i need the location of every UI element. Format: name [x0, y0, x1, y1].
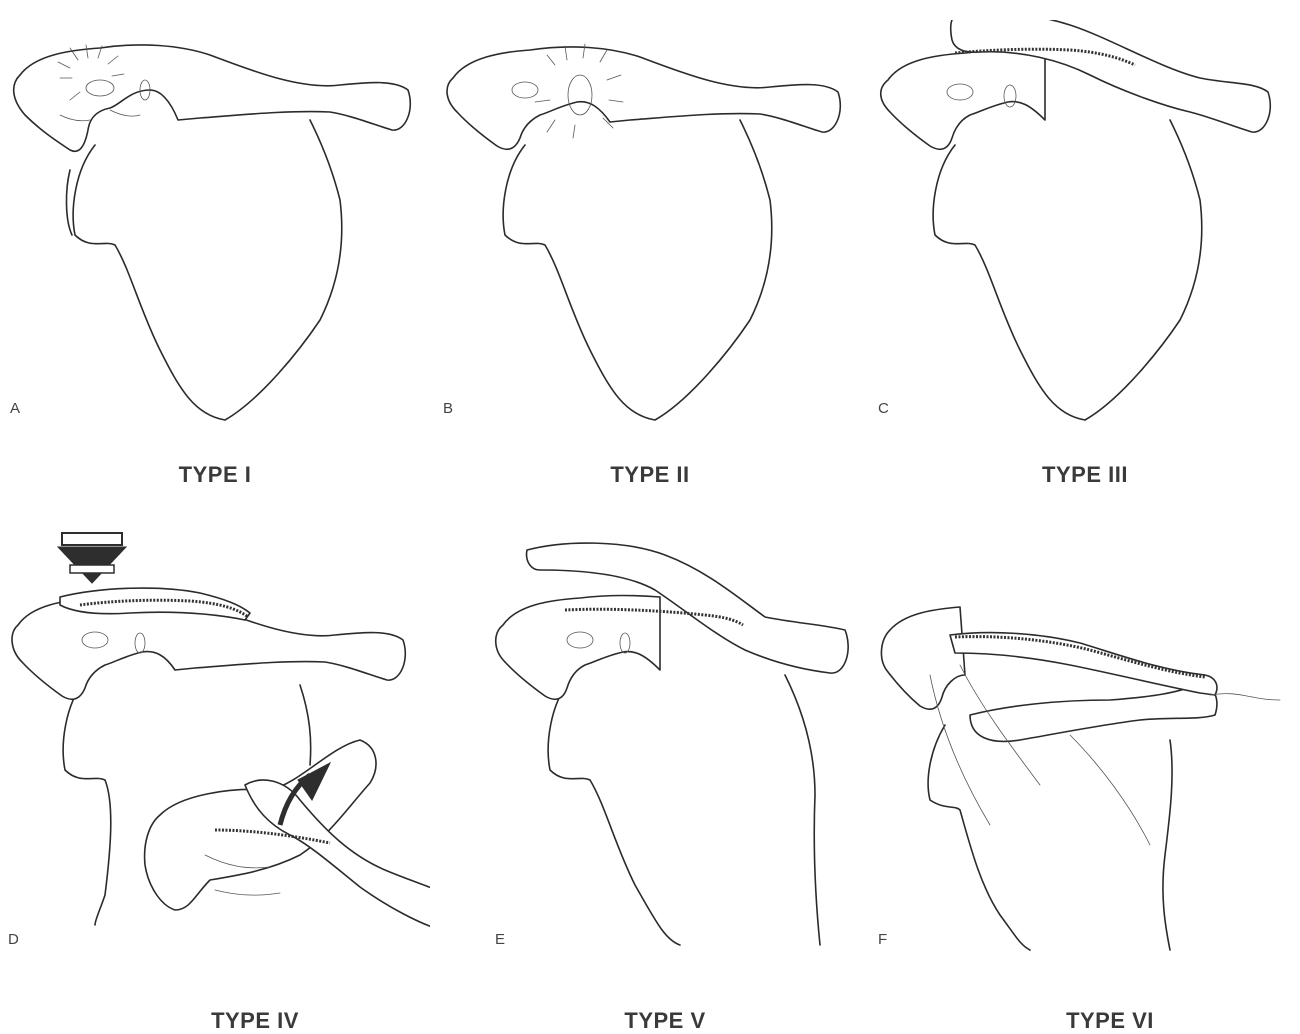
- panel-letter: D: [8, 931, 19, 948]
- panel-type-5: E TYPE V: [485, 525, 915, 1025]
- panel-title: TYPE IV: [40, 1008, 470, 1034]
- shoulder-illustration-type-1: [0, 20, 430, 460]
- panel-letter: C: [878, 400, 889, 417]
- panel-letter: B: [443, 400, 453, 417]
- panel-type-4: D TYPE IV: [0, 525, 430, 1025]
- shoulder-illustration-type-5: [485, 525, 915, 965]
- panel-title: TYPE III: [870, 462, 1300, 488]
- panel-title: TYPE V: [450, 1008, 880, 1034]
- downward-force-arrow-icon: [58, 533, 126, 583]
- panel-type-6: F TYPE VI: [870, 525, 1300, 1025]
- panel-letter: A: [10, 400, 20, 417]
- panel-type-1: A TYPE I: [0, 20, 430, 520]
- shoulder-illustration-type-4: [0, 525, 430, 965]
- panel-title: TYPE II: [435, 462, 865, 488]
- panel-title: TYPE VI: [895, 1008, 1300, 1034]
- shoulder-illustration-type-6: [870, 525, 1300, 965]
- inset-posterior-view: [145, 740, 430, 934]
- shoulder-illustration-type-2: [435, 20, 865, 460]
- panel-letter: F: [878, 931, 887, 948]
- shoulder-illustration-type-3: [870, 20, 1300, 460]
- panel-type-3: C TYPE III: [870, 20, 1300, 520]
- panel-letter: E: [495, 931, 505, 948]
- panel-type-2: B TYPE II: [435, 20, 865, 520]
- panel-title: TYPE I: [0, 462, 430, 488]
